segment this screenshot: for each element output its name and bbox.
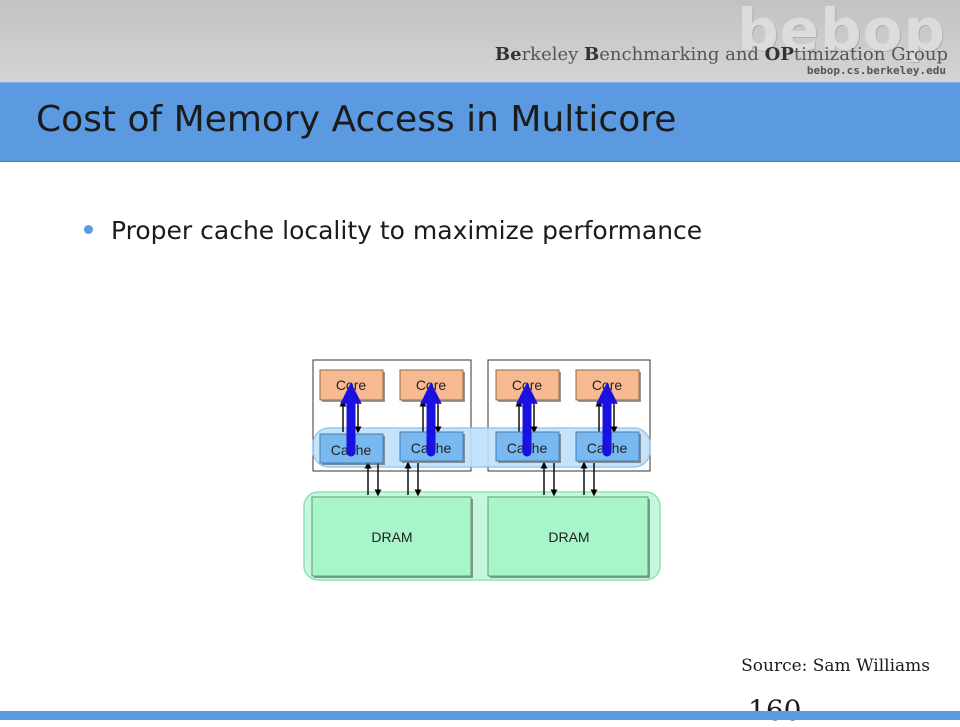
footer-bar xyxy=(0,711,960,720)
header-band: bebop Berkeley Benchmarking and OPtimiza… xyxy=(0,0,960,82)
socket-frame xyxy=(312,359,472,472)
slide-title: Cost of Memory Access in Multicore xyxy=(36,99,677,140)
bebop-logo: bebop xyxy=(737,0,946,64)
dram-box: DRAM xyxy=(487,496,650,578)
group-text: enchmarking and xyxy=(599,44,765,65)
group-initial: OP xyxy=(764,44,794,65)
dram-box: DRAM xyxy=(311,496,473,578)
dram-label: DRAM xyxy=(371,529,412,545)
core-cache-links xyxy=(339,399,618,434)
group-url: bebop.cs.berkeley.edu xyxy=(806,64,946,77)
group-initial: B xyxy=(584,44,600,65)
bullet-list: Proper cache locality to maximize perfor… xyxy=(84,216,702,245)
group-text: rkeley xyxy=(521,44,585,65)
group-initial: Be xyxy=(494,44,522,65)
cache-to-core-arrows xyxy=(340,382,618,457)
group-text: timization Group xyxy=(793,44,948,65)
source-note: Source: Sam Williams xyxy=(741,656,930,676)
bullet-dot-icon xyxy=(84,224,93,234)
group-name: Berkeley Benchmarking and OPtimization G… xyxy=(495,44,948,65)
dram-label: DRAM xyxy=(548,529,589,545)
title-bar: Cost of Memory Access in Multicore xyxy=(0,82,960,162)
cache-dram-links xyxy=(364,461,598,497)
socket-frame xyxy=(487,359,651,472)
cache-highlight xyxy=(312,427,651,468)
bullet-text: Proper cache locality to maximize perfor… xyxy=(111,216,703,245)
